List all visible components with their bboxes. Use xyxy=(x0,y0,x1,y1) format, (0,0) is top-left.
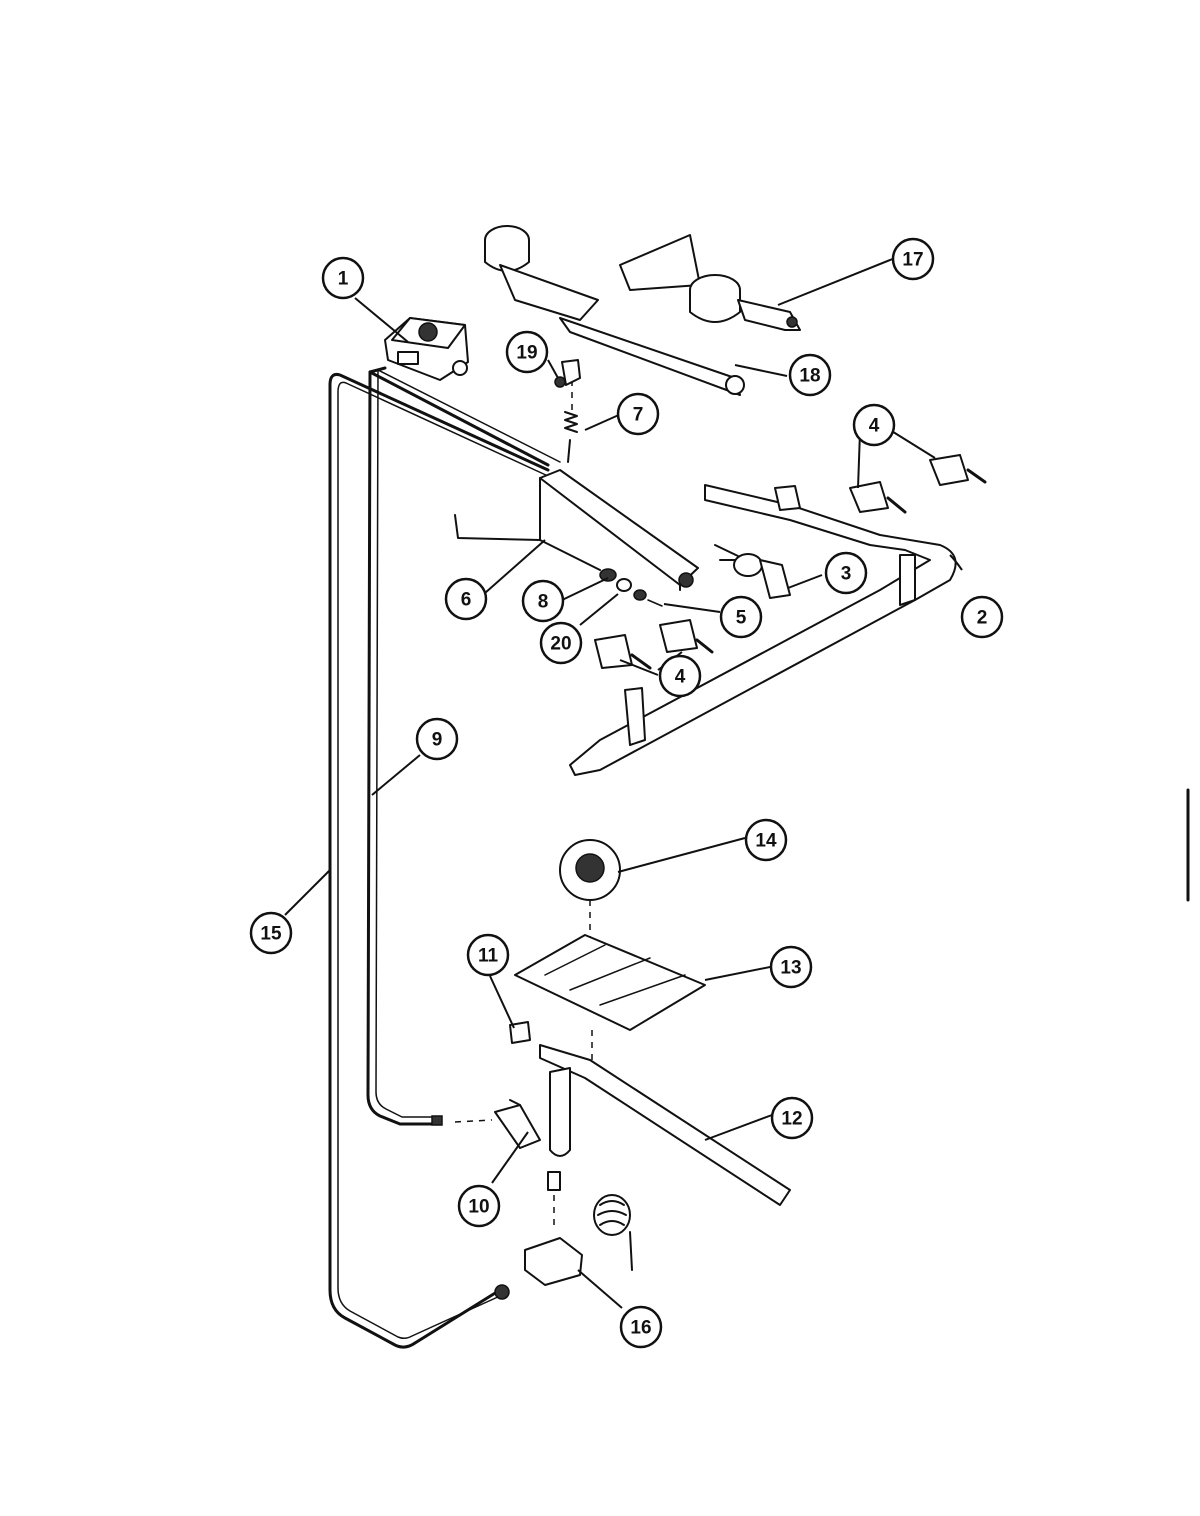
callout-16: 16 xyxy=(619,1305,663,1349)
callout-3: 3 xyxy=(824,551,868,595)
callout-6: 6 xyxy=(444,577,488,621)
callout-14: 14 xyxy=(744,818,788,862)
callout-13: 13 xyxy=(769,945,813,989)
svg-text:16: 16 xyxy=(630,1318,651,1339)
svg-text:4: 4 xyxy=(869,416,880,437)
gas-tube-15 xyxy=(328,373,550,1349)
valve-part-3 xyxy=(714,544,791,599)
svg-text:1: 1 xyxy=(338,269,349,290)
deflector-part-13 xyxy=(514,934,706,1031)
orifice-fittings xyxy=(599,568,663,607)
svg-text:18: 18 xyxy=(799,366,820,387)
spring-part-7 xyxy=(564,380,578,463)
callout-12: 12 xyxy=(770,1096,814,1140)
svg-text:17: 17 xyxy=(902,250,923,271)
svg-text:2: 2 xyxy=(977,608,988,629)
burner-part-17 xyxy=(619,234,801,331)
callout-2: 2 xyxy=(960,595,1004,639)
callout-4-upper: 4 xyxy=(852,403,896,447)
svg-text:5: 5 xyxy=(736,608,747,629)
svg-text:14: 14 xyxy=(755,831,777,852)
oven-burner-part-12 xyxy=(539,1030,791,1206)
callout-19: 19 xyxy=(505,330,549,374)
svg-text:19: 19 xyxy=(516,343,537,364)
svg-text:13: 13 xyxy=(780,958,801,979)
callout-11: 11 xyxy=(466,933,510,977)
plate-part-11 xyxy=(509,1021,531,1044)
callout-18: 18 xyxy=(788,353,832,397)
gas-tube-9 xyxy=(366,366,442,1126)
callout-4-lower: 4 xyxy=(658,654,702,698)
valve-part-4-upper xyxy=(849,454,987,514)
manifold-part-6 xyxy=(368,369,699,591)
svg-text:10: 10 xyxy=(468,1197,489,1218)
callout-8: 8 xyxy=(521,579,565,623)
burner-part-18 xyxy=(484,225,745,396)
ignitor-part-10 xyxy=(454,1099,541,1149)
burner-frame-part-2 xyxy=(569,484,957,776)
callout-10: 10 xyxy=(457,1184,501,1228)
svg-text:3: 3 xyxy=(841,564,852,585)
regulator-part-1 xyxy=(384,317,469,381)
svg-text:20: 20 xyxy=(550,634,571,655)
svg-text:15: 15 xyxy=(260,924,282,945)
valve-part-4-lower xyxy=(594,619,714,670)
leader-lines xyxy=(284,257,963,1309)
callout-5: 5 xyxy=(719,595,763,639)
callout-1: 1 xyxy=(321,256,365,300)
callout-15: 15 xyxy=(249,911,293,955)
svg-text:4: 4 xyxy=(675,667,686,688)
svg-text:7: 7 xyxy=(633,405,644,426)
valve-part-16 xyxy=(524,1171,633,1286)
svg-text:12: 12 xyxy=(781,1109,802,1130)
svg-text:9: 9 xyxy=(432,730,443,751)
svg-text:11: 11 xyxy=(478,946,499,967)
svg-text:6: 6 xyxy=(461,590,472,611)
svg-text:8: 8 xyxy=(538,592,549,613)
callout-20: 20 xyxy=(539,621,583,665)
callout-9: 9 xyxy=(415,717,459,761)
callout-17: 17 xyxy=(891,237,935,281)
cap-part-14 xyxy=(559,839,621,945)
clip-part-19 xyxy=(554,359,581,388)
callout-7: 7 xyxy=(616,392,660,436)
